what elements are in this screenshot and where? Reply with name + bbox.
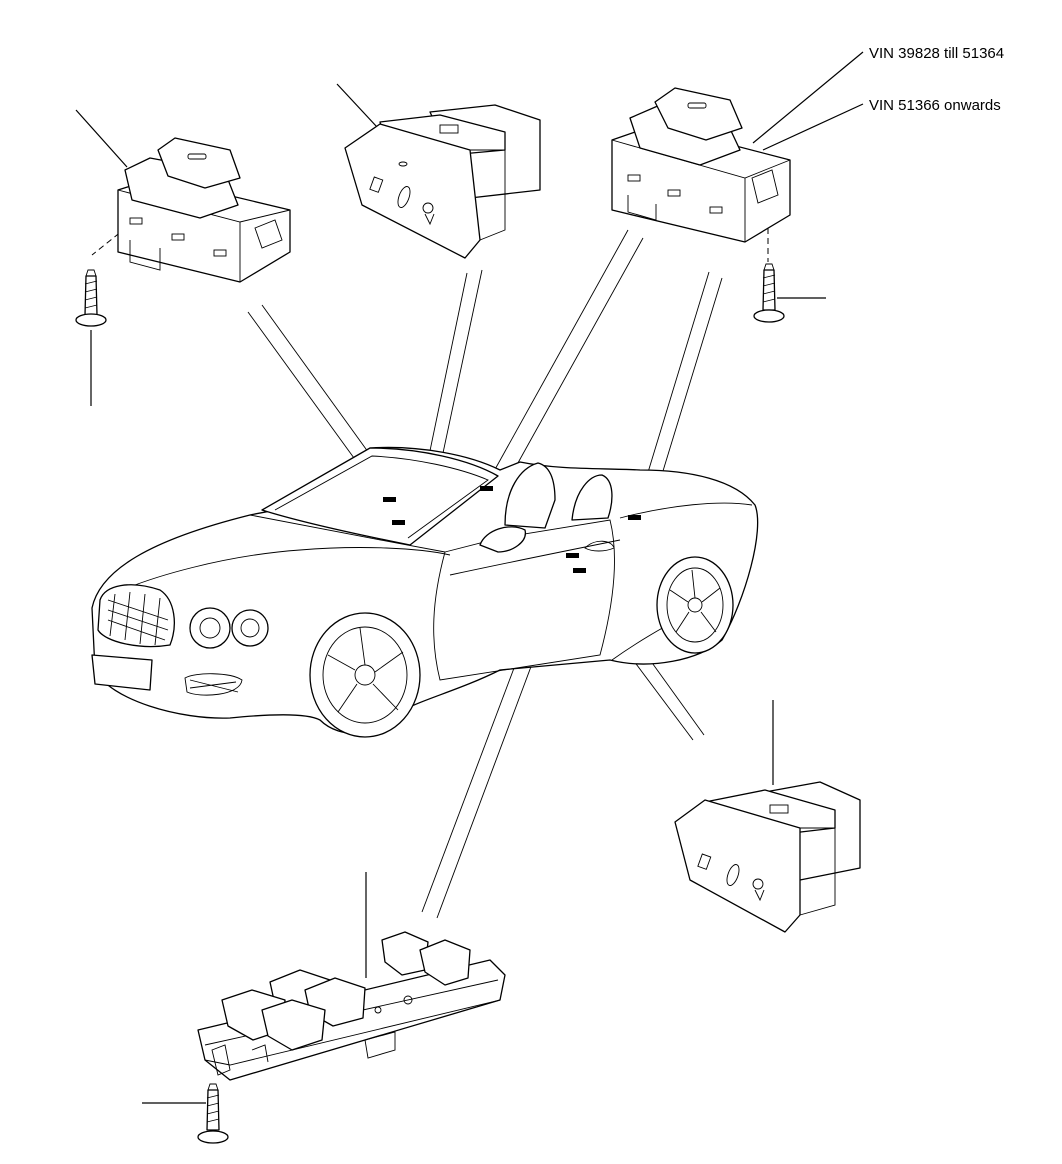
screw-top-right — [753, 263, 785, 323]
vin-range-early-label: VIN 39828 till 51364 — [869, 45, 1005, 62]
seat-switch-top-center — [344, 104, 541, 259]
vin-range-late-label: VIN 51366 onwards — [869, 97, 1001, 114]
window-switch-top-right — [611, 87, 791, 243]
seat-switch-bottom-right — [674, 781, 861, 933]
screw-top-left — [75, 269, 107, 327]
convertible-car-illustration — [91, 446, 759, 738]
screw-bottom — [197, 1083, 229, 1144]
window-switch-top-left — [117, 137, 291, 283]
window-switch-pack-bottom — [197, 931, 506, 1081]
